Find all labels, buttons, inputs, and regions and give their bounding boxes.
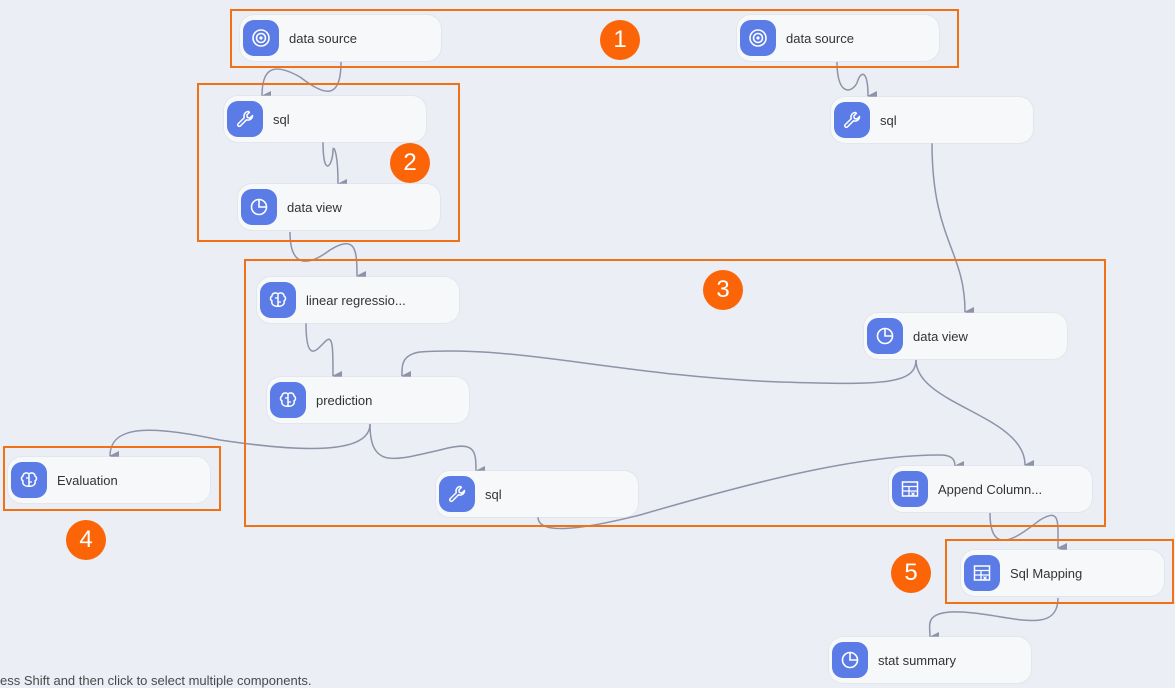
brain-icon: [11, 462, 47, 498]
node-label: sql: [273, 111, 290, 127]
node-label: sql: [880, 112, 897, 128]
highlight-box-4: [3, 446, 221, 511]
multi-select-hint: ess Shift and then click to select multi…: [0, 673, 312, 688]
step-badge-4: 4: [66, 520, 106, 560]
node-evaluation[interactable]: Evaluation: [8, 457, 210, 503]
step-badge-1: 1: [600, 20, 640, 60]
step-badge-5: 5: [891, 553, 931, 593]
node-label: Evaluation: [57, 472, 118, 488]
brain-icon: [270, 382, 306, 418]
node-data-view-1[interactable]: data view: [238, 184, 440, 230]
pie-chart-icon: [867, 318, 903, 354]
wrench-icon: [227, 101, 263, 137]
node-label: data source: [289, 30, 357, 46]
node-label: prediction: [316, 392, 373, 408]
edge-sql1-dataview1: [322, 141, 348, 189]
pie-chart-icon: [241, 189, 277, 225]
edge-prediction-evaluation: [109, 423, 371, 462]
node-label: data view: [913, 328, 968, 344]
wrench-icon: [439, 476, 475, 512]
node-data-view-2[interactable]: data view: [864, 313, 1067, 359]
edge-prediction-sql3: [369, 423, 486, 476]
highlight-box-2: [197, 83, 460, 242]
highlight-box-1: [230, 9, 959, 68]
node-stat-summary[interactable]: stat summary: [829, 637, 1031, 683]
edge-linreg-prediction: [305, 322, 343, 381]
node-label: stat summary: [878, 652, 957, 668]
table-icon: [964, 555, 1000, 591]
edge-dataview1-linreg: [289, 231, 367, 281]
edge-sqlmapping-statsummary: [928, 597, 1059, 642]
node-label: sql: [485, 486, 502, 502]
pie-chart-icon: [832, 642, 868, 678]
node-append-column[interactable]: Append Column...: [889, 466, 1092, 512]
target-icon: [243, 20, 279, 56]
edge-dataview2-append: [915, 359, 1035, 470]
node-linear-regression[interactable]: linear regressio...: [257, 277, 459, 323]
target-icon: [740, 20, 776, 56]
edge-datasource2-sql2: [836, 61, 878, 101]
step-badge-2: 2: [390, 143, 430, 183]
node-label: data source: [786, 30, 854, 46]
node-prediction[interactable]: prediction: [267, 377, 469, 423]
node-label: linear regressio...: [306, 292, 406, 308]
step-badge-3: 3: [703, 270, 743, 310]
edge-sql3-append: [537, 454, 965, 530]
edge-append-sqlmapping: [989, 512, 1068, 554]
node-sql-1[interactable]: sql: [224, 96, 426, 142]
node-sql-2[interactable]: sql: [831, 97, 1033, 143]
highlight-box-3: [244, 259, 1106, 527]
highlight-box-5: [945, 539, 1174, 604]
node-data-source-1[interactable]: data source: [240, 15, 441, 61]
node-sql-mapping[interactable]: Sql Mapping: [961, 550, 1164, 596]
node-label: data view: [287, 199, 342, 215]
edge-datasource1-sql1: [261, 61, 342, 102]
brain-icon: [260, 282, 296, 318]
node-data-source-2[interactable]: data source: [737, 15, 939, 61]
node-label: Append Column...: [938, 481, 1043, 497]
edge-sql2-dataview2: [931, 142, 975, 317]
wrench-icon: [834, 102, 870, 138]
edge-dataview2-prediction: [401, 350, 917, 385]
node-sql-3[interactable]: sql: [436, 471, 638, 517]
node-label: Sql Mapping: [1010, 565, 1083, 581]
table-icon: [892, 471, 928, 507]
